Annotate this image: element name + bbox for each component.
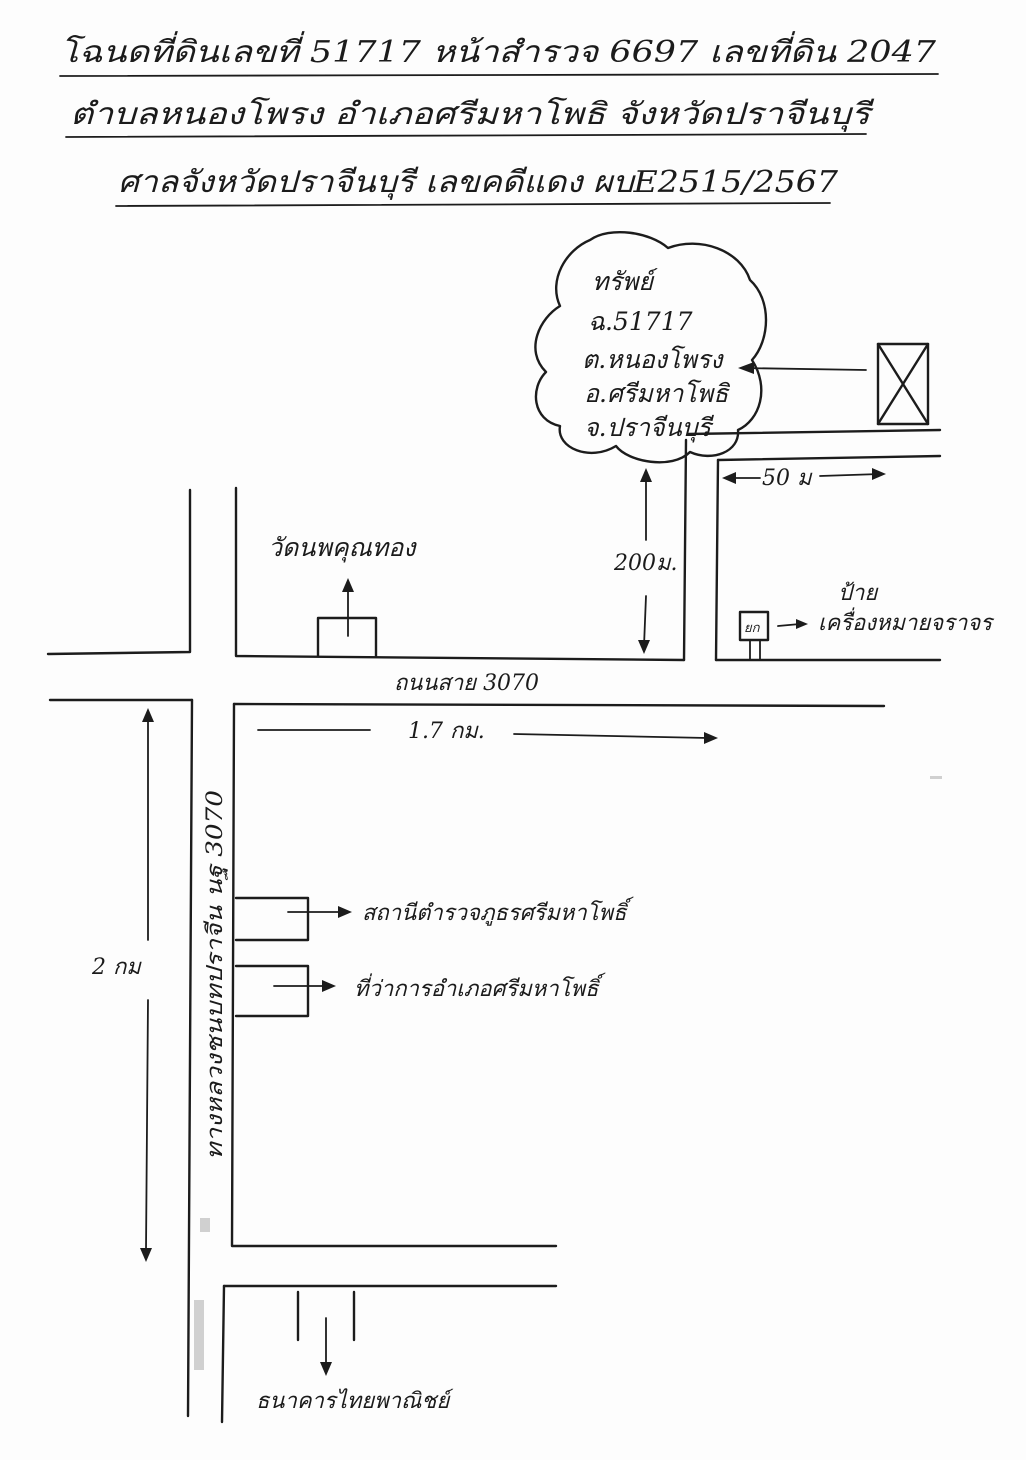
header-line-3: ศาลจังหวัดปราจีนบุรี เลขคดีแดง ผบE2515/2… bbox=[118, 165, 839, 200]
police-station-icon bbox=[234, 896, 352, 942]
property-label-province: จ.ปราจีนบุรี bbox=[584, 413, 715, 443]
vertical-road-right-edge-lower bbox=[220, 1284, 226, 1424]
vertical-road-left-edge bbox=[186, 698, 194, 1418]
property-label-subdistrict: ต.หนองโพรง bbox=[582, 345, 724, 374]
header-underline-1 bbox=[59, 73, 939, 77]
svg-text:ยก: ยก bbox=[744, 621, 761, 636]
distance-2km: 2 กม bbox=[91, 708, 154, 1262]
road-corner-upper-left bbox=[46, 488, 192, 656]
bank-label: ธนาคารไทยพาณิชย์ bbox=[256, 1388, 454, 1414]
road-upper-edge bbox=[234, 486, 686, 662]
vertical-road: ทางหลวงชนบทปราจีน นฐ 3070 bbox=[186, 698, 558, 1424]
temple-label: วัดนพคุณทอง bbox=[268, 533, 417, 563]
district-office-label: ที่ว่าการอำเภอศรีมหาโพธิ์ bbox=[354, 972, 607, 1002]
sign-small-label: ป้าย bbox=[838, 581, 879, 606]
road-lower-edge bbox=[232, 702, 886, 708]
lane-left-edge bbox=[682, 438, 688, 662]
property-label-asset: ทรัพย์ bbox=[592, 267, 658, 296]
header-underline-3 bbox=[115, 202, 831, 207]
police-station-label: สถานีตำรวจภูธรศรีมหาโพธิ์ bbox=[362, 896, 635, 926]
road-3070: ถนนสาย 3070 bbox=[46, 486, 942, 708]
crossed-box-icon bbox=[876, 342, 930, 426]
header: โฉนดที่ดินเลขที่ 51717 หน้าสำรวจ 6697 เล… bbox=[59, 31, 939, 207]
distance-lane-label: 50 ม bbox=[762, 466, 813, 491]
header-underline-2 bbox=[65, 133, 867, 138]
distance-200m: 200ม. bbox=[613, 468, 678, 654]
bank-icon bbox=[296, 1290, 356, 1376]
distance-road-label: 1.7 กม. bbox=[408, 719, 485, 744]
sign-label: เครื่องหมายจราจร bbox=[818, 607, 995, 636]
property-label-deed: ฉ.51717 bbox=[588, 307, 693, 336]
distance-1-7km: 1.7 กม. bbox=[257, 719, 718, 744]
distance-vertical-label: 2 กม bbox=[91, 955, 142, 980]
lane-branch-top bbox=[716, 454, 942, 462]
property-callout: ทรัพย์ ฉ.51717 ต.หนองโพรง อ.ศรีมหาโพธิ จ… bbox=[534, 230, 768, 464]
lane-top-line bbox=[686, 428, 942, 436]
traffic-sign-icon: ยก bbox=[738, 610, 770, 661]
property-label-district: อ.ศรีมหาโพธิ bbox=[584, 379, 730, 408]
vertical-road-label: ทางหลวงชนบทปราจีน นฐ 3070 bbox=[203, 790, 228, 1160]
road-3070-label: ถนนสาย 3070 bbox=[394, 671, 539, 696]
vertical-road-right-edge-upper bbox=[230, 702, 558, 1248]
scan-smudge bbox=[200, 1218, 210, 1232]
scan-smudge bbox=[194, 1300, 204, 1370]
scan-smudge bbox=[930, 776, 942, 779]
arrow-icon-to-sign-label bbox=[777, 619, 808, 629]
property-cloud-outline bbox=[534, 230, 768, 464]
lane-right-edge bbox=[714, 458, 720, 662]
district-office-icon bbox=[234, 964, 336, 1018]
arrow-icon-to-property bbox=[738, 362, 867, 374]
header-line-2: ตำบลหนองโพรง อำเภอศรีมหาโพธิ จังหวัดปราจ… bbox=[70, 96, 875, 132]
header-line-1: โฉนดที่ดินเลขที่ 51717 หน้าสำรวจ 6697 เล… bbox=[60, 31, 937, 70]
distance-to-property-label: 200ม. bbox=[613, 551, 678, 576]
temple-icon bbox=[316, 578, 378, 658]
distance-50m: 50 ม bbox=[722, 466, 886, 491]
